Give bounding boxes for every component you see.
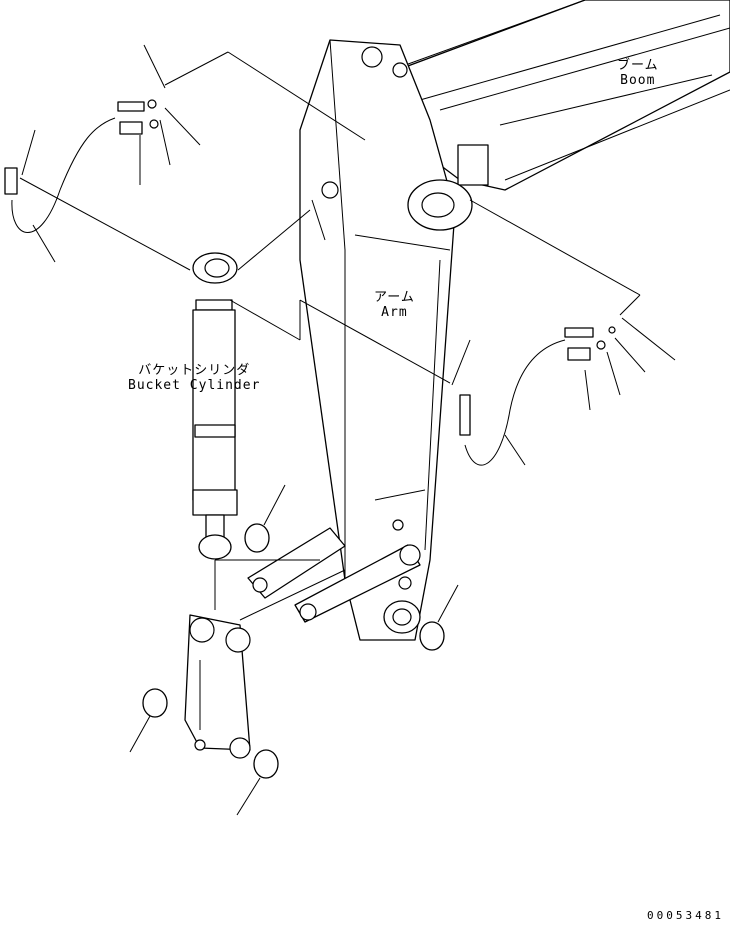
boom-label: ブーム Boom	[617, 58, 659, 88]
boom-arm-pin	[407, 179, 473, 231]
boom-label-jp: ブーム	[617, 58, 659, 73]
bucket-cylinder	[192, 252, 238, 610]
arm-tip-pin	[383, 600, 421, 634]
bucket-link	[184, 614, 251, 759]
leader-lines	[19, 44, 676, 816]
arm-label-jp: アーム	[374, 290, 415, 305]
bucket-cylinder-label-jp: バケットシリンダ	[138, 363, 251, 378]
side-links	[247, 527, 421, 623]
shims	[142, 523, 445, 779]
grease-kit-left	[4, 99, 159, 233]
grease-kit-right	[459, 326, 616, 466]
bucket-cylinder-label: バケットシリンダ Bucket Cylinder	[128, 363, 260, 393]
boom-label-en: Boom	[620, 73, 656, 88]
bucket-cylinder-label-en: Bucket Cylinder	[128, 378, 261, 393]
arm-label: アーム Arm	[374, 290, 415, 320]
arm-label-en: Arm	[381, 305, 408, 320]
drawing-number: 00053481	[647, 909, 724, 922]
